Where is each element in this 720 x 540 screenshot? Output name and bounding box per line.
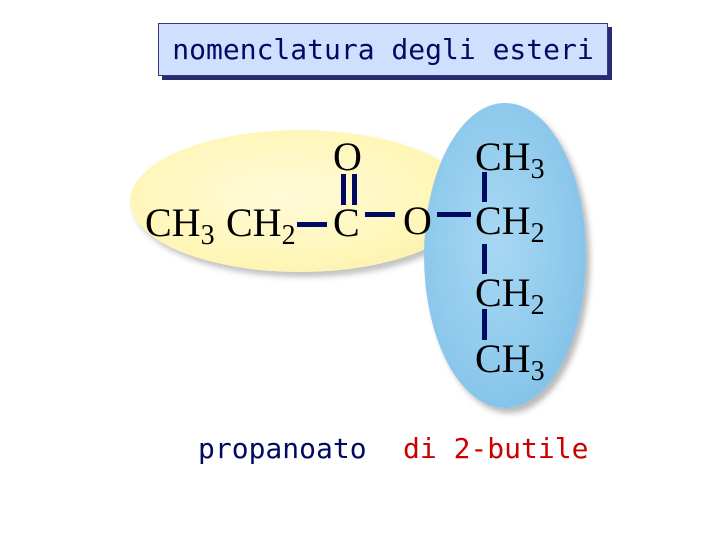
atom-label: CH <box>475 198 531 243</box>
atom-label: C <box>333 200 360 245</box>
atom-label: CH <box>475 336 531 381</box>
atom-label: CH <box>145 200 201 245</box>
atom-ch3-top: CH3 <box>475 137 545 184</box>
atom-subscript: 3 <box>530 356 545 387</box>
bond-ch2-c <box>297 222 327 227</box>
page-title: nomenclatura degli esteri <box>172 33 594 66</box>
double-bond-line-1 <box>341 174 346 205</box>
bond-c2-c3 <box>482 244 487 274</box>
alcohol-name: di 2-butile <box>403 432 589 465</box>
atom-ch2-low: CH2 <box>475 273 545 320</box>
atom-label: O <box>403 198 432 243</box>
atom-label: CH <box>475 270 531 315</box>
atom-subscript: 2 <box>530 218 545 249</box>
double-bond-line-2 <box>352 174 357 205</box>
atom-ch2-acid: CH2 <box>226 203 296 250</box>
bond-c3-c4 <box>482 309 487 340</box>
atom-ester-o: O <box>403 201 432 241</box>
atom-subscript: 2 <box>281 220 296 251</box>
title-box: nomenclatura degli esteri <box>158 23 608 76</box>
atom-carbonyl-c: C <box>333 203 360 243</box>
alcohol-region-ellipse <box>424 103 586 408</box>
atom-label: O <box>333 134 362 179</box>
bond-c1-c2 <box>482 172 487 202</box>
acid-region-ellipse <box>130 130 470 272</box>
atom-subscript: 3 <box>530 154 545 185</box>
atom-ch2-mid: CH2 <box>475 201 545 248</box>
atom-subscript: 2 <box>530 290 545 321</box>
atom-ch3-acid: CH3 <box>145 203 215 250</box>
bond-c-o <box>365 212 395 217</box>
atom-label: CH <box>226 200 282 245</box>
bond-o-ch <box>437 212 471 217</box>
acid-name: propanoato <box>198 432 367 465</box>
atom-ch3-bottom: CH3 <box>475 339 545 386</box>
atom-label: CH <box>475 134 531 179</box>
atom-subscript: 3 <box>200 220 215 251</box>
atom-carbonyl-o: O <box>333 137 362 177</box>
